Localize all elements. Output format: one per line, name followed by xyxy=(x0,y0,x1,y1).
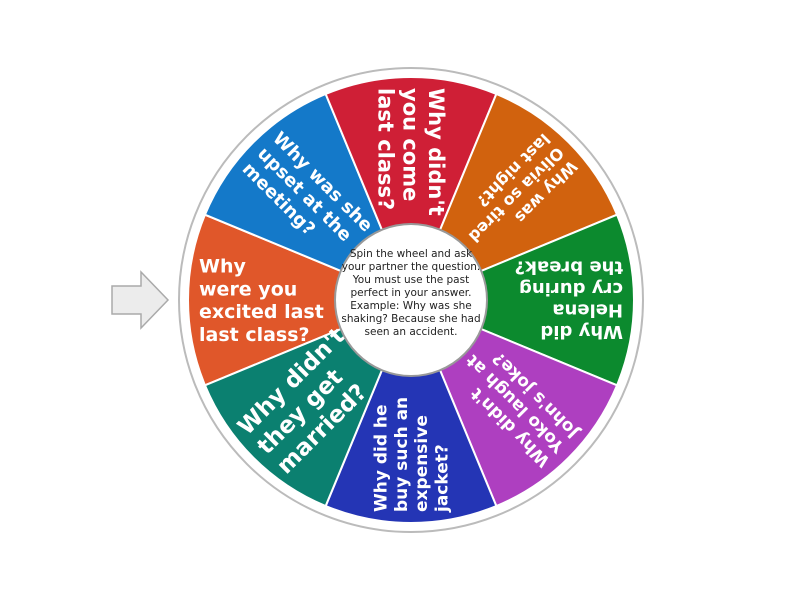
segment-question-line: Why did xyxy=(540,321,623,342)
arrow-right-icon xyxy=(111,270,170,330)
segment-question-line: cry during xyxy=(519,278,623,299)
segment-question: Why didHelenacry duringthe break? xyxy=(515,256,623,342)
segment-question-line: last class? xyxy=(373,88,397,210)
wheel-segment xyxy=(408,213,635,387)
segment-question: Why did hebuy such anexpensivejacket? xyxy=(371,397,452,513)
segment-question-line: Why xyxy=(199,255,246,277)
wheel-segment xyxy=(324,76,498,303)
segment-question-line: buy such an xyxy=(392,397,412,512)
wheel-instructions: Spin the wheel and ask your partner the … xyxy=(341,248,481,338)
segment-question-line: the break? xyxy=(515,256,623,277)
wheel-segment xyxy=(187,213,414,387)
segment-question-line: jacket? xyxy=(433,444,453,513)
segment-question-line: were you xyxy=(199,278,297,300)
segment-question-line: expensive xyxy=(412,415,432,512)
wheel-center xyxy=(334,223,488,377)
segment-question-line: excited last xyxy=(199,301,324,323)
segment-question: Why didn'tyou comelast class? xyxy=(373,88,447,216)
segment-question-line: Why didn't xyxy=(424,88,448,216)
segment-question-line: Why did he xyxy=(371,404,391,512)
segment-question-line: last class? xyxy=(199,324,310,346)
segment-question-line: you come xyxy=(399,88,423,201)
segment-question-line: Helena xyxy=(552,300,623,321)
wheel-segment xyxy=(324,297,498,524)
